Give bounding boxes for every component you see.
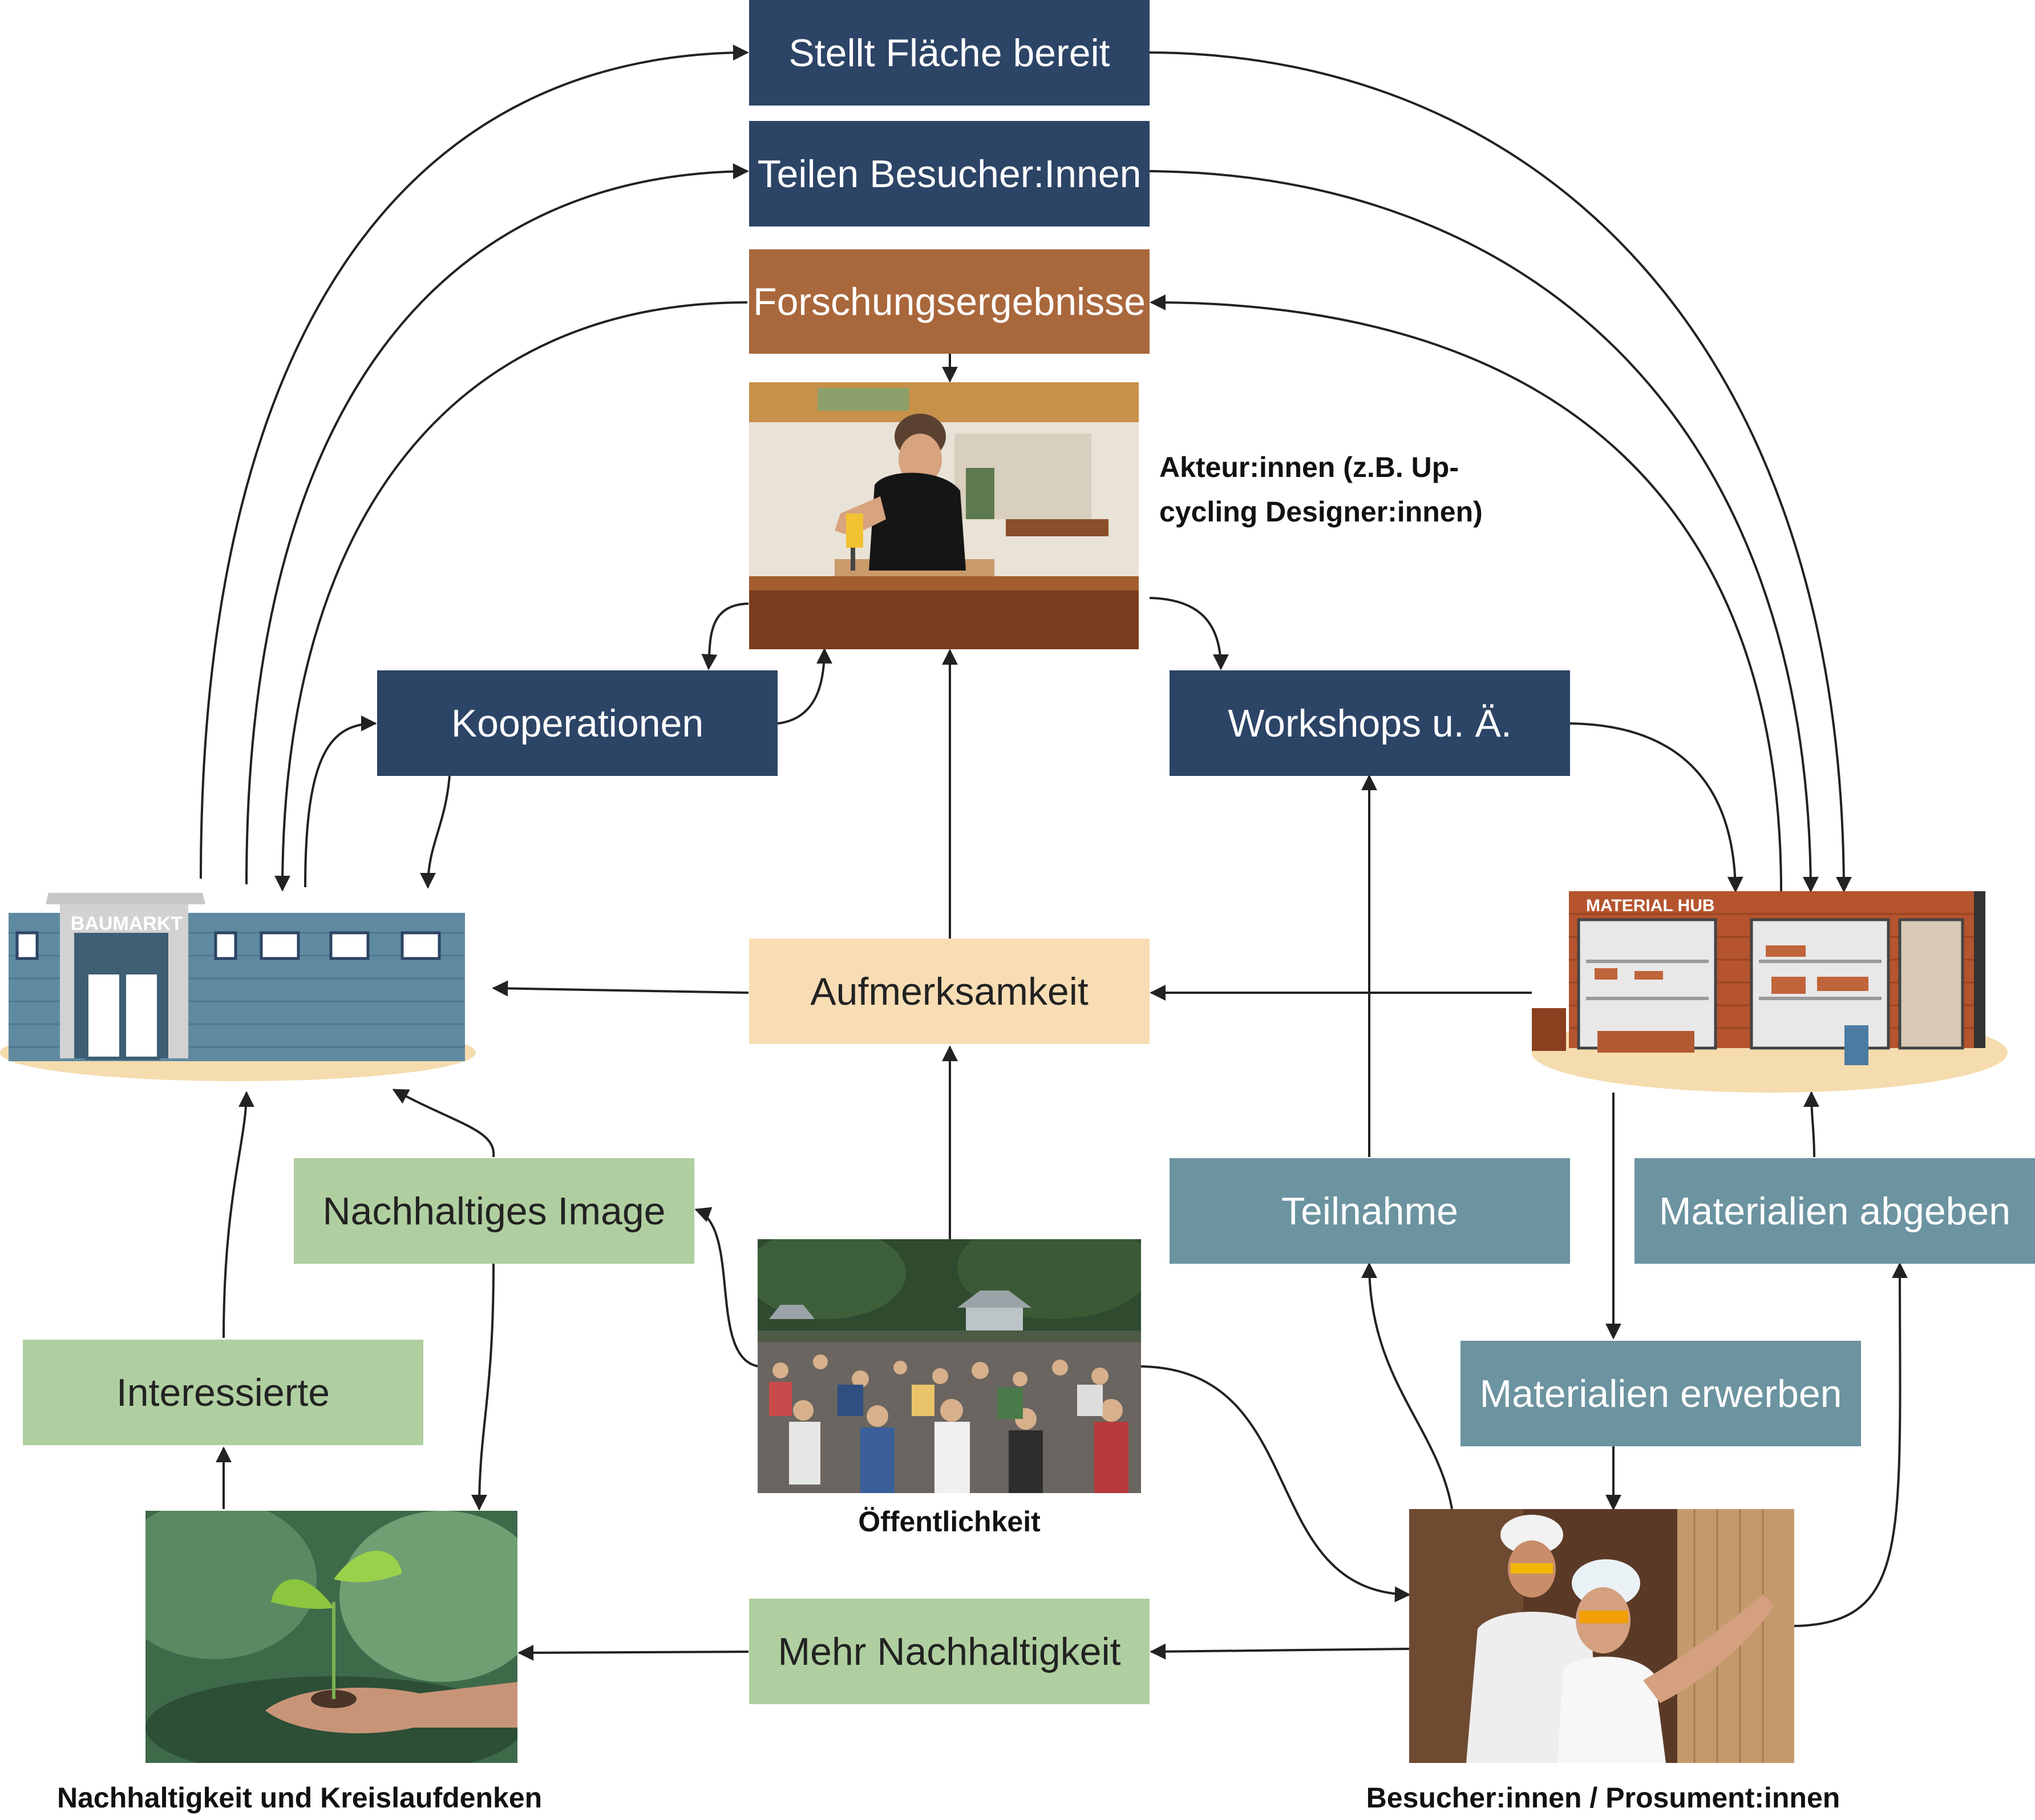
caption-nachhaltigkeit: Nachhaltigkeit und Kreislaufdenken [57, 1775, 616, 1820]
box-aufmerksamkeit: Aufmerksamkeit [749, 939, 1150, 1044]
box-teilen-besucher-label: Teilen Besucher:Innen [757, 152, 1142, 196]
box-forschungsergebnisse-label: Forschungsergebnisse [753, 280, 1146, 323]
arrow-image-to-nachhaltigkeit [471, 1263, 495, 1511]
arrow-flaeche-to-hub [1149, 51, 1852, 893]
box-kooperationen: Kooperationen [377, 670, 778, 776]
photo-akteure [749, 382, 1139, 649]
baumarkt-sign-text: BAUMARKT [71, 913, 183, 935]
arrow-akteure-to-kooperationen [701, 602, 749, 670]
box-forschungsergebnisse: Forschungsergebnisse [749, 249, 1150, 354]
box-nachhaltiges-image-label: Nachhaltiges Image [322, 1189, 666, 1233]
caption-nachhaltigkeit-text: Nachhaltigkeit und Kreislaufdenken [57, 1782, 543, 1814]
box-mehr-nachhaltigkeit: Mehr Nachhaltigkeit [749, 1599, 1150, 1704]
caption-akteure: Akteur:innen (z.B. Up-cycling Designer:i… [1159, 445, 1524, 534]
box-workshops-label: Workshops u. Ä. [1228, 701, 1512, 745]
box-stellt-flaeche-bereit-label: Stellt Fläche bereit [788, 31, 1110, 75]
box-teilnahme-label: Teilnahme [1281, 1189, 1458, 1233]
box-teilen-besucher: Teilen Besucher:Innen [749, 121, 1150, 227]
arrow-baumarkt-to-kooperationen [304, 715, 377, 888]
arrow-hub-to-forschung [1150, 294, 1782, 892]
arrow-baumarkt-to-teilen [245, 163, 749, 885]
arrow-kooperationen-to-baumarkt [420, 775, 451, 889]
caption-besucher-text: Besucher:innen / Prosument:innen [1366, 1782, 1840, 1814]
box-kooperationen-label: Kooperationen [451, 701, 704, 745]
caption-oeffentlichkeit-text: Öffentlichkeit [858, 1506, 1041, 1538]
arrow-besucher-to-abgeben [1794, 1262, 1908, 1627]
box-nachhaltiges-image: Nachhaltiges Image [294, 1158, 694, 1264]
caption-besucher: Besucher:innen / Prosument:innen [1295, 1775, 1911, 1820]
arrow-akteure-to-workshops [1149, 597, 1229, 670]
caption-akteure-text: Akteur:innen (z.B. Up-cycling Designer:i… [1159, 451, 1483, 528]
box-aufmerksamkeit-label: Aufmerksamkeit [810, 969, 1089, 1013]
box-teilnahme: Teilnahme [1170, 1158, 1570, 1264]
arrow-mehr-to-nachhaltigkeit [517, 1644, 749, 1661]
arrow-besucher-to-teilnahme [1361, 1262, 1453, 1510]
arrow-oeffentlichkeit-to-image [694, 1207, 759, 1368]
box-mehr-nachhaltigkeit-label: Mehr Nachhaltigkeit [778, 1629, 1121, 1673]
material-hub-sign-text: MATERIAL HUB [1586, 896, 1715, 915]
illustration-baumarkt: BAUMARKT [0, 887, 476, 1093]
arrow-aufmerksamkeit-to-baumarkt [492, 980, 749, 997]
arrow-workshops-to-hub [1568, 722, 1743, 893]
arrow-image-to-baumarkt [392, 1089, 495, 1158]
arrow-teilen-to-hub [1149, 170, 1819, 893]
box-workshops: Workshops u. Ä. [1170, 670, 1570, 776]
box-materialien-abgeben: Materialien abgeben [1635, 1158, 2035, 1264]
arrow-abgeben-to-hub [1803, 1091, 1820, 1158]
box-materialien-abgeben-label: Materialien abgeben [1658, 1189, 2011, 1233]
photo-nachhaltigkeit [145, 1511, 517, 1763]
photo-oeffentlichkeit [758, 1239, 1141, 1493]
box-interessierte: Interessierte [23, 1340, 423, 1445]
box-materialien-erwerben: Materialien erwerben [1460, 1341, 1861, 1446]
arrow-oeffentlichkeit-to-besucher [1140, 1365, 1411, 1603]
arrow-besucher-to-mehr [1150, 1643, 1410, 1660]
illustration-material-hub: MATERIAL HUB [1532, 891, 2008, 1093]
arrow-forschung-to-baumarkt [274, 301, 748, 892]
box-stellt-flaeche-bereit: Stellt Fläche bereit [749, 0, 1150, 106]
box-materialien-erwerben-label: Materialien erwerben [1479, 1372, 1842, 1415]
caption-oeffentlichkeit: Öffentlichkeit [758, 1499, 1141, 1544]
photo-besucher [1409, 1509, 1794, 1763]
arrow-interessierte-to-baumarkt [222, 1091, 254, 1338]
arrow-baumarkt-to-flaeche [200, 45, 749, 879]
arrow-kooperationen-to-akteure [777, 648, 832, 725]
box-interessierte-label: Interessierte [116, 1370, 330, 1414]
